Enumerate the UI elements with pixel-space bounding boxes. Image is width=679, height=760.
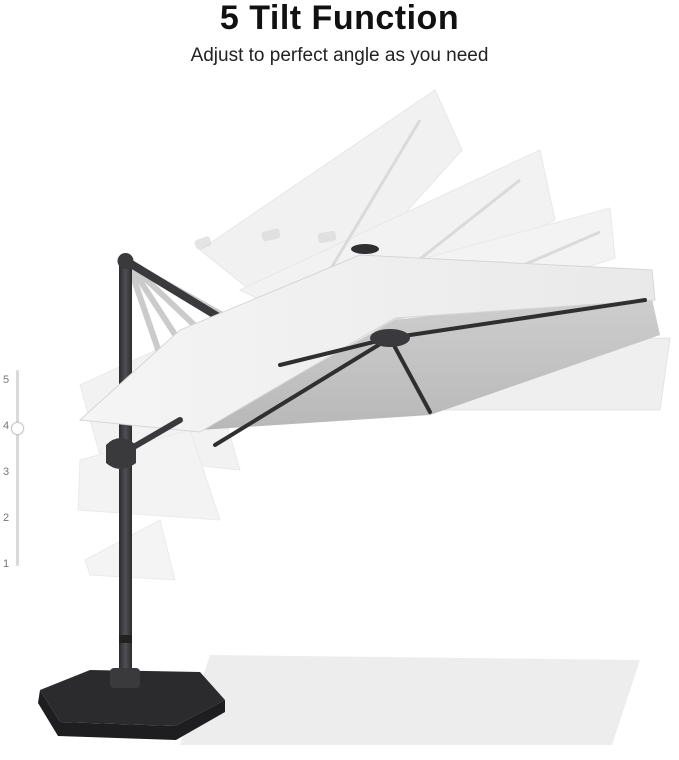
cantilever-umbrella-icon xyxy=(38,89,671,745)
tilt-scale-track xyxy=(16,370,19,566)
tilt-level-2: 2 xyxy=(2,512,10,524)
tilt-level-5: 5 xyxy=(2,374,10,386)
tilt-scale: 5 4 3 2 1 xyxy=(0,360,40,580)
crank-handle xyxy=(106,417,183,469)
tilt-level-4: 4 xyxy=(2,420,10,432)
tilt-scale-knob xyxy=(11,422,24,435)
page-title: 5 Tilt Function xyxy=(219,0,460,37)
ghost-handles xyxy=(194,228,337,250)
page-subtitle: Adjust to perfect angle as you need xyxy=(190,45,489,66)
canopy-hub xyxy=(370,329,410,347)
tilt-level-3: 3 xyxy=(2,466,10,478)
floor-shadow xyxy=(180,655,640,745)
umbrella-pole xyxy=(119,258,132,683)
solar-light xyxy=(351,244,379,254)
tilt-level-1: 1 xyxy=(2,558,10,570)
canopy-top xyxy=(78,254,656,433)
canopy-ribs xyxy=(213,298,647,447)
umbrella-base xyxy=(38,668,225,740)
canopy-underside xyxy=(200,290,660,430)
